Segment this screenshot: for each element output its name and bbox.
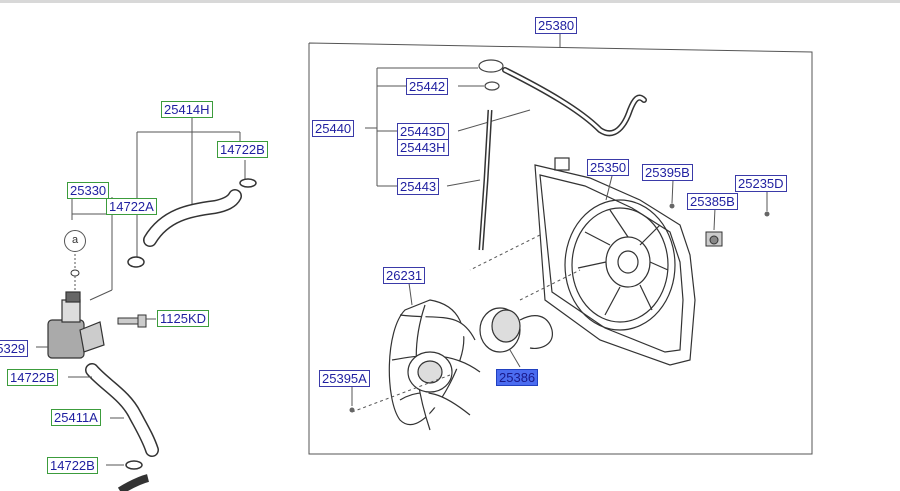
part-label-25442[interactable]: 25442 — [406, 78, 449, 95]
part-label-25414H[interactable]: 25414H — [161, 101, 213, 118]
part-label-25329[interactable]: 25329 — [0, 340, 29, 357]
dash-motor-shroud — [519, 269, 581, 301]
part-label-14722B-top[interactable]: 14722B — [217, 141, 268, 158]
screw-25235D — [764, 211, 770, 217]
part-label-14722A[interactable]: 14722A — [106, 198, 157, 215]
part-label-25411A[interactable]: 25411A — [51, 409, 101, 426]
housing-25329 — [47, 291, 105, 359]
screw-25395B — [669, 203, 675, 209]
screw-25395A — [349, 407, 355, 413]
clamp-14722B-bot — [125, 460, 143, 470]
part-label-25443[interactable]: 25443 — [397, 178, 440, 195]
bracket-25440 — [365, 67, 531, 187]
bolt-1125KD — [117, 314, 147, 328]
part-label-1125KD[interactable]: 1125KD — [157, 310, 210, 327]
fan-shroud-25350 — [534, 157, 696, 366]
seal-25442 — [484, 81, 500, 91]
part-label-14722B-mid[interactable]: 14722B — [7, 369, 58, 386]
assembly-frame — [308, 42, 813, 455]
hose-end — [117, 474, 150, 491]
resistor-25385B — [705, 231, 723, 247]
fan-blade-26231 — [388, 299, 481, 431]
part-label-25443D[interactable]: 25443D — [397, 123, 449, 140]
clamp-14722B-top — [239, 178, 257, 188]
part-label-25350[interactable]: 25350 — [587, 159, 630, 176]
clamp-14722A — [127, 256, 145, 268]
part-label-14722B-bot[interactable]: 14722B — [47, 457, 98, 474]
part-label-25395B[interactable]: 25395B — [642, 164, 693, 181]
part-label-25380[interactable]: 25380 — [535, 17, 578, 34]
leader-25350 — [605, 175, 613, 201]
part-label-25385B[interactable]: 25385B — [687, 193, 738, 210]
part-label-25395A[interactable]: 25395A — [319, 370, 370, 387]
window-top-border — [0, 0, 900, 3]
part-label-25440[interactable]: 25440 — [312, 120, 355, 137]
leader-26231 — [408, 282, 413, 306]
motor-25386 — [479, 307, 553, 353]
callout-a: a — [64, 230, 86, 252]
part-label-25443H[interactable]: 25443H — [397, 139, 449, 156]
cap-25442 — [478, 59, 504, 73]
part-label-26231[interactable]: 26231 — [383, 267, 426, 284]
oring-25330 — [70, 269, 80, 277]
part-label-25330[interactable]: 25330 — [67, 182, 110, 199]
part-label-25235D[interactable]: 25235D — [735, 175, 787, 192]
part-label-25386[interactable]: 25386 — [496, 369, 539, 386]
